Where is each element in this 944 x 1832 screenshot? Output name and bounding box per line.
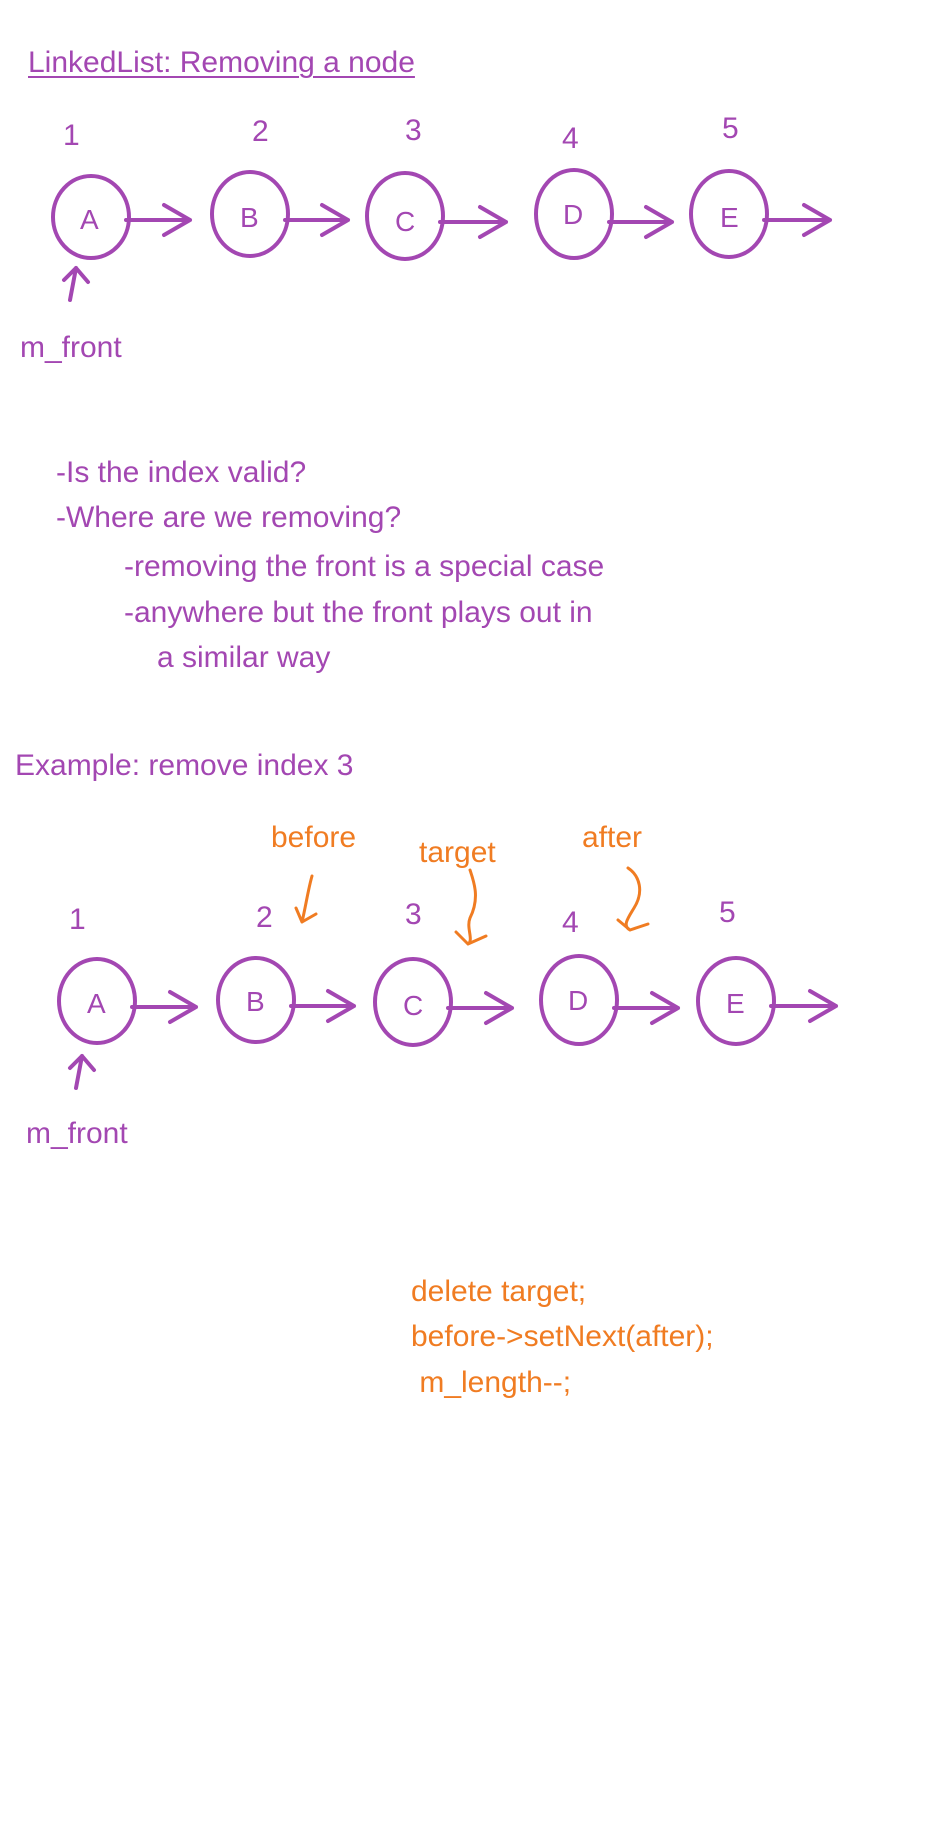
node-circle-d-2 <box>539 954 619 1046</box>
node-label-b-2: B <box>246 986 265 1017</box>
node-circle-b <box>210 170 290 258</box>
note-where-removing: -Where are we removing? <box>56 501 402 534</box>
node-circle-e <box>689 169 769 259</box>
note-similar-way: a similar way <box>157 641 331 674</box>
next-arrow-d-e-2 <box>612 991 680 1025</box>
next-arrow-c-d <box>438 205 508 239</box>
node-label-c: C <box>395 206 416 237</box>
page-title: LinkedList: Removing a node <box>28 46 415 79</box>
front-pointer-arrow-1 <box>62 266 90 302</box>
next-arrow-b-c <box>283 203 350 237</box>
next-arrow-e-null-2 <box>769 989 838 1023</box>
note-index-valid: -Is the index valid? <box>56 456 307 489</box>
node-circle-a <box>51 174 131 260</box>
node-label-e-2: E <box>726 988 745 1019</box>
index-label-3-2: 3 <box>405 898 422 931</box>
index-label-5: 5 <box>722 112 739 145</box>
node-circle-a-2 <box>57 957 137 1045</box>
after-label: after <box>582 821 643 854</box>
next-arrow-a-b-2 <box>130 990 198 1024</box>
next-arrow-a-b <box>124 203 192 237</box>
after-pointer-arrow <box>616 866 650 932</box>
front-pointer-label-2: m_front <box>26 1117 128 1150</box>
index-label-1: 1 <box>63 119 80 152</box>
node-label-a: A <box>80 204 99 235</box>
node-circle-b-2 <box>216 956 296 1044</box>
target-pointer-arrow <box>454 868 488 946</box>
index-label-1-2: 1 <box>69 903 86 936</box>
front-pointer-arrow-2 <box>68 1054 96 1090</box>
index-label-4: 4 <box>562 122 579 155</box>
note-anywhere-but-front: -anywhere but the front plays out in <box>124 596 593 629</box>
front-pointer-label: m_front <box>20 331 122 364</box>
node-label-e: E <box>720 202 739 233</box>
next-arrow-c-d-2 <box>446 991 514 1025</box>
target-label: target <box>419 836 496 869</box>
node-circle-e-2 <box>696 956 776 1046</box>
code-delete-target: delete target; <box>411 1275 587 1308</box>
node-circle-c-2 <box>373 957 453 1047</box>
node-circle-c <box>365 171 445 261</box>
node-circle-d <box>534 168 614 260</box>
node-label-a-2: A <box>87 988 106 1019</box>
next-arrow-b-c-2 <box>289 989 356 1023</box>
node-label-d: D <box>563 199 584 230</box>
node-label-c-2: C <box>403 990 424 1021</box>
before-pointer-arrow <box>294 874 318 924</box>
before-label: before <box>271 821 357 854</box>
next-arrow-e-null <box>762 203 832 237</box>
next-arrow-d-e <box>607 205 674 239</box>
code-decrement-length: m_length--; <box>411 1366 572 1399</box>
index-label-2: 2 <box>252 115 269 148</box>
index-label-5-2: 5 <box>719 896 736 929</box>
note-front-special: -removing the front is a special case <box>124 550 605 583</box>
code-set-next: before->setNext(after); <box>411 1320 714 1353</box>
index-label-2-2: 2 <box>256 901 273 934</box>
node-label-b: B <box>240 202 259 233</box>
node-label-d-2: D <box>568 985 589 1016</box>
index-label-3: 3 <box>405 114 422 147</box>
index-label-4-2: 4 <box>562 906 579 939</box>
example-heading: Example: remove index 3 <box>15 749 354 782</box>
